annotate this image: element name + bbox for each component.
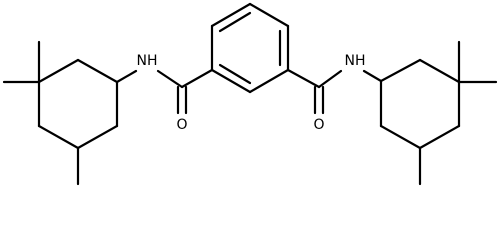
benzene-ring — [210, 2, 290, 94]
ring-bond — [248, 2, 290, 28]
cyclohexane-bond — [76, 124, 119, 150]
right-cyclohexane-ring — [379, 40, 498, 186]
amide-c-ring-bond — [286, 68, 321, 89]
aromatic-double-bond — [218, 11, 252, 33]
diagram-background — [0, 0, 502, 188]
ring-bond — [248, 68, 290, 94]
n-cyclohexyl-bond — [362, 69, 383, 83]
cyclohexane-bond — [418, 124, 461, 150]
chemical-structure-diagram: NH O NH O — [0, 0, 502, 188]
cyclohexane-bond — [76, 58, 119, 84]
right-amide-group: NH O — [286, 53, 383, 133]
ring-bond — [210, 2, 252, 28]
ring-bond — [210, 68, 252, 94]
left-cyclohexane-ring — [2, 40, 119, 186]
cyclohexane-bond — [379, 124, 422, 150]
cyclohexane-bond — [379, 58, 422, 83]
amide-c-n-bond — [156, 69, 184, 89]
cyclohexane-bond — [37, 124, 80, 150]
right-nh-label: NH — [345, 53, 366, 69]
right-oxygen-label: O — [313, 117, 324, 133]
left-oxygen-label: O — [176, 117, 187, 133]
aromatic-double-bond — [218, 63, 252, 85]
amide-c-n-bond — [317, 69, 343, 89]
amide-c-ring-bond — [180, 68, 214, 89]
cyclohexane-bond — [418, 58, 461, 84]
left-amide-group: NH O — [115, 53, 214, 133]
left-nh-label: NH — [137, 53, 158, 69]
cyclohexane-bond — [37, 58, 80, 84]
n-cyclohexyl-bond — [115, 69, 138, 84]
